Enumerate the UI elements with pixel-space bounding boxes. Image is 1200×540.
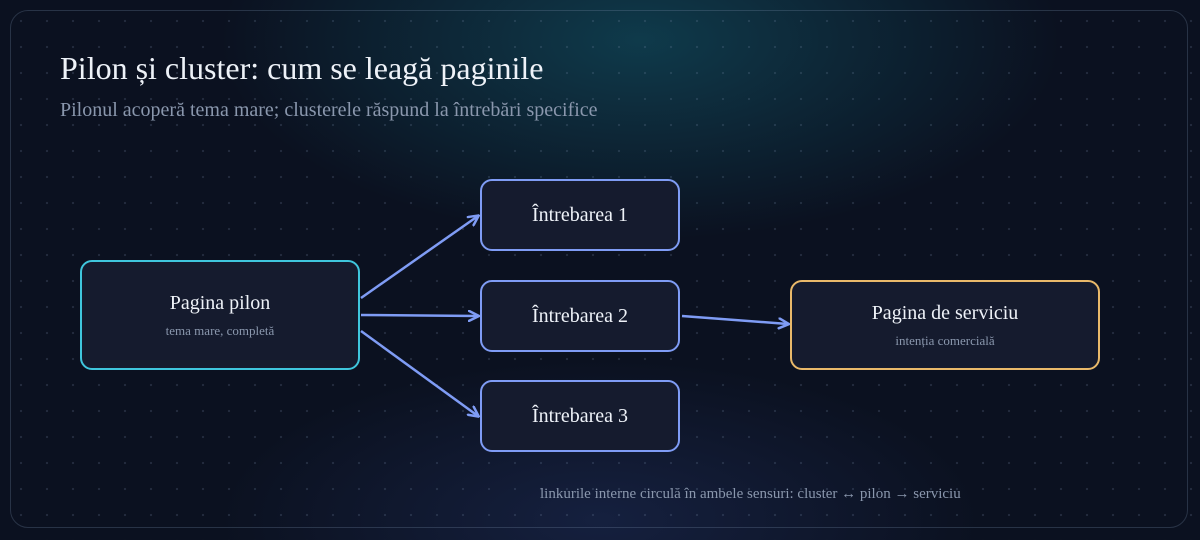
node-question-3: Întrebarea 3 xyxy=(480,380,680,452)
node-service-page: Pagina de serviciu intenția comercială xyxy=(790,280,1100,370)
page-title: Pilon și cluster: cum se leagă paginile xyxy=(60,50,544,86)
footnote-internal-links: linkurile interne circulă în ambele sens… xyxy=(540,486,961,502)
node-service-sublabel: intenția comercială xyxy=(895,332,995,348)
node-pillar-page: Pagina pilon tema mare, completă xyxy=(80,260,360,370)
edge-pillar-to-question-1 xyxy=(360,216,478,300)
node-question-2: Întrebarea 2 xyxy=(480,280,680,352)
node-question-2-label: Întrebarea 2 xyxy=(531,304,629,327)
page-subtitle: Pilonul acoperă tema mare; clusterele ră… xyxy=(60,99,598,121)
node-pillar-sublabel: tema mare, completă xyxy=(165,322,275,338)
node-service-label: Pagina de serviciu xyxy=(871,301,1019,324)
node-question-1: Întrebarea 1 xyxy=(480,179,680,251)
node-pillar-label: Pagina pilon xyxy=(169,291,271,314)
edge-pillar-to-question-3 xyxy=(360,329,478,416)
diagram-frame xyxy=(10,10,1188,528)
node-question-3-label: Întrebarea 3 xyxy=(531,404,629,427)
edge-pillar-to-question-2 xyxy=(360,315,478,316)
edge-question-2-to-service xyxy=(681,314,788,324)
node-question-1-label: Întrebarea 1 xyxy=(531,203,629,226)
